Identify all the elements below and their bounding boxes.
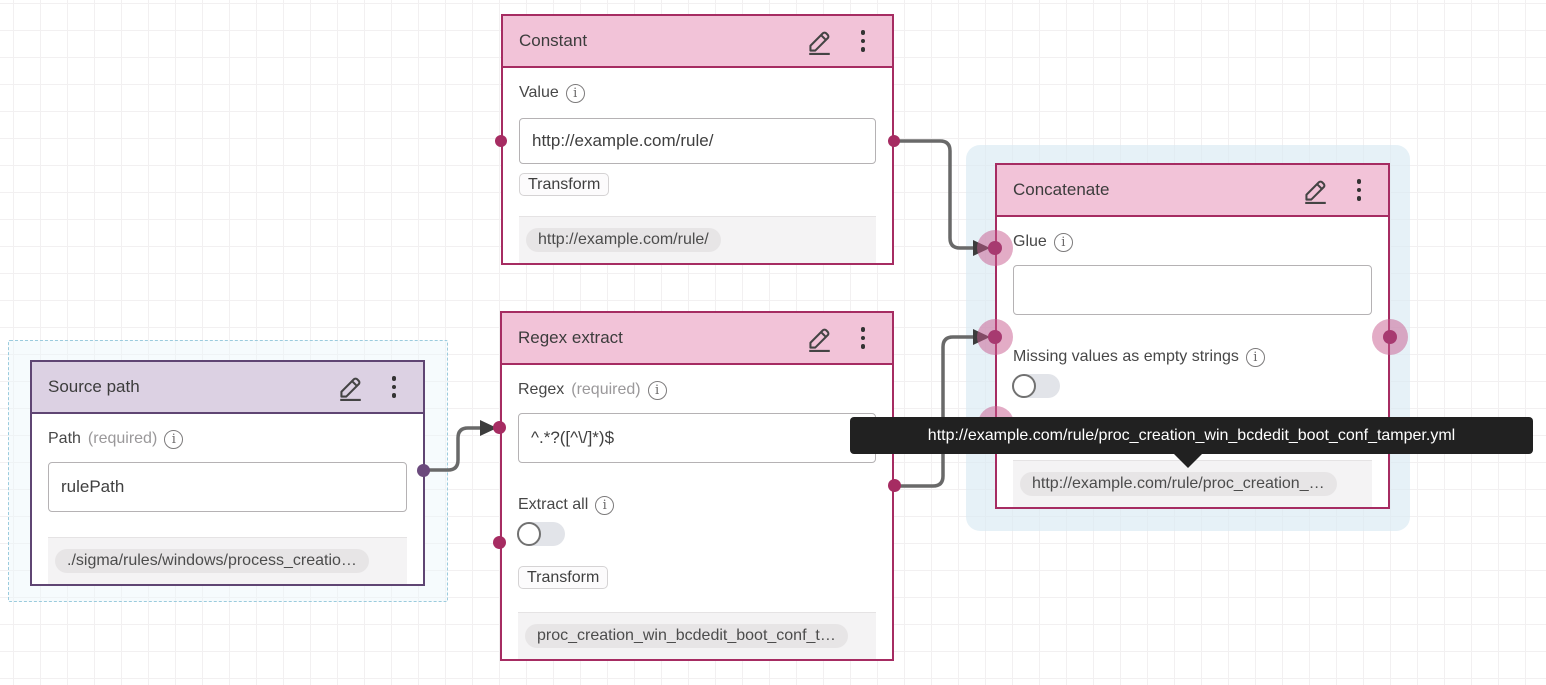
node-header[interactable]: Concatenate: [997, 165, 1388, 217]
info-icon[interactable]: i: [595, 496, 614, 515]
info-icon[interactable]: i: [1054, 233, 1073, 252]
info-icon[interactable]: i: [648, 381, 667, 400]
output-port-concatenate[interactable]: [1372, 319, 1408, 355]
field-label-path: Path (required) i: [48, 427, 407, 451]
more-options-icon[interactable]: [861, 30, 866, 52]
input-port-concatenate-values[interactable]: [977, 319, 1013, 355]
input-port-regex[interactable]: [493, 421, 506, 434]
wire-constant-to-concatenate[interactable]: [897, 141, 976, 248]
value-input[interactable]: [519, 118, 876, 164]
path-input[interactable]: [48, 462, 407, 512]
edit-icon[interactable]: [805, 27, 834, 56]
node-title: Source path: [48, 377, 336, 397]
field-label-missing-values: Missing values as empty strings i: [1013, 345, 1372, 369]
node-header[interactable]: Source path: [32, 362, 423, 414]
output-section: http://example.com/rule/: [519, 216, 876, 263]
more-options-icon[interactable]: [392, 376, 397, 398]
output-port-source-path[interactable]: [417, 464, 430, 477]
node-constant: Constant Value i Transform http://exampl…: [501, 14, 894, 265]
wire-regex-to-concatenate[interactable]: [895, 337, 976, 486]
node-source-path: Source path Path (required) i ./sigma/ru…: [30, 360, 425, 586]
output-port-regex-extract[interactable]: [888, 479, 901, 492]
info-icon[interactable]: i: [566, 84, 585, 103]
output-value-chip[interactable]: proc_creation_win_bcdedit_boot_conf_t…: [525, 624, 848, 648]
node-title: Constant: [519, 31, 805, 51]
output-section: proc_creation_win_bcdedit_boot_conf_t…: [518, 612, 876, 659]
field-label-glue: Glue i: [1013, 230, 1372, 254]
transform-badge: Transform: [518, 566, 608, 589]
node-title: Concatenate: [1013, 180, 1301, 200]
output-section: ./sigma/rules/windows/process_creatio…: [48, 537, 407, 584]
tooltip-caret: [1172, 452, 1204, 468]
info-icon[interactable]: i: [1246, 348, 1265, 367]
node-header[interactable]: Regex extract: [502, 313, 892, 365]
required-hint: (required): [88, 430, 157, 448]
regex-input[interactable]: [518, 413, 876, 463]
node-title: Regex extract: [518, 328, 805, 348]
field-label-regex: Regex (required) i: [518, 378, 876, 402]
node-header[interactable]: Constant: [503, 16, 892, 68]
edit-icon[interactable]: [336, 373, 365, 402]
edit-icon[interactable]: [805, 324, 834, 353]
field-label-extract-all: Extract all i: [518, 493, 876, 517]
info-icon[interactable]: i: [164, 430, 183, 449]
edit-icon[interactable]: [1301, 176, 1330, 205]
more-options-icon[interactable]: [1357, 179, 1362, 201]
value-tooltip: http://example.com/rule/proc_creation_wi…: [850, 417, 1533, 454]
output-value-chip[interactable]: http://example.com/rule/: [526, 228, 721, 252]
missing-values-toggle[interactable]: [1013, 374, 1060, 398]
input-port-concatenate-glue[interactable]: [977, 230, 1013, 266]
extract-all-toggle[interactable]: [518, 522, 565, 546]
output-port-constant[interactable]: [888, 135, 900, 147]
glue-input[interactable]: [1013, 265, 1372, 315]
output-value-chip[interactable]: http://example.com/rule/proc_creation_…: [1020, 472, 1337, 496]
more-options-icon[interactable]: [861, 327, 866, 349]
field-label-value: Value i: [519, 81, 876, 105]
input-port-extract-all[interactable]: [493, 536, 506, 549]
input-port-constant-value[interactable]: [495, 135, 507, 147]
required-hint: (required): [571, 381, 640, 399]
output-value-chip[interactable]: ./sigma/rules/windows/process_creatio…: [55, 549, 369, 573]
transform-badge: Transform: [519, 173, 609, 196]
node-regex-extract: Regex extract Regex (required) i Extract…: [500, 311, 894, 661]
